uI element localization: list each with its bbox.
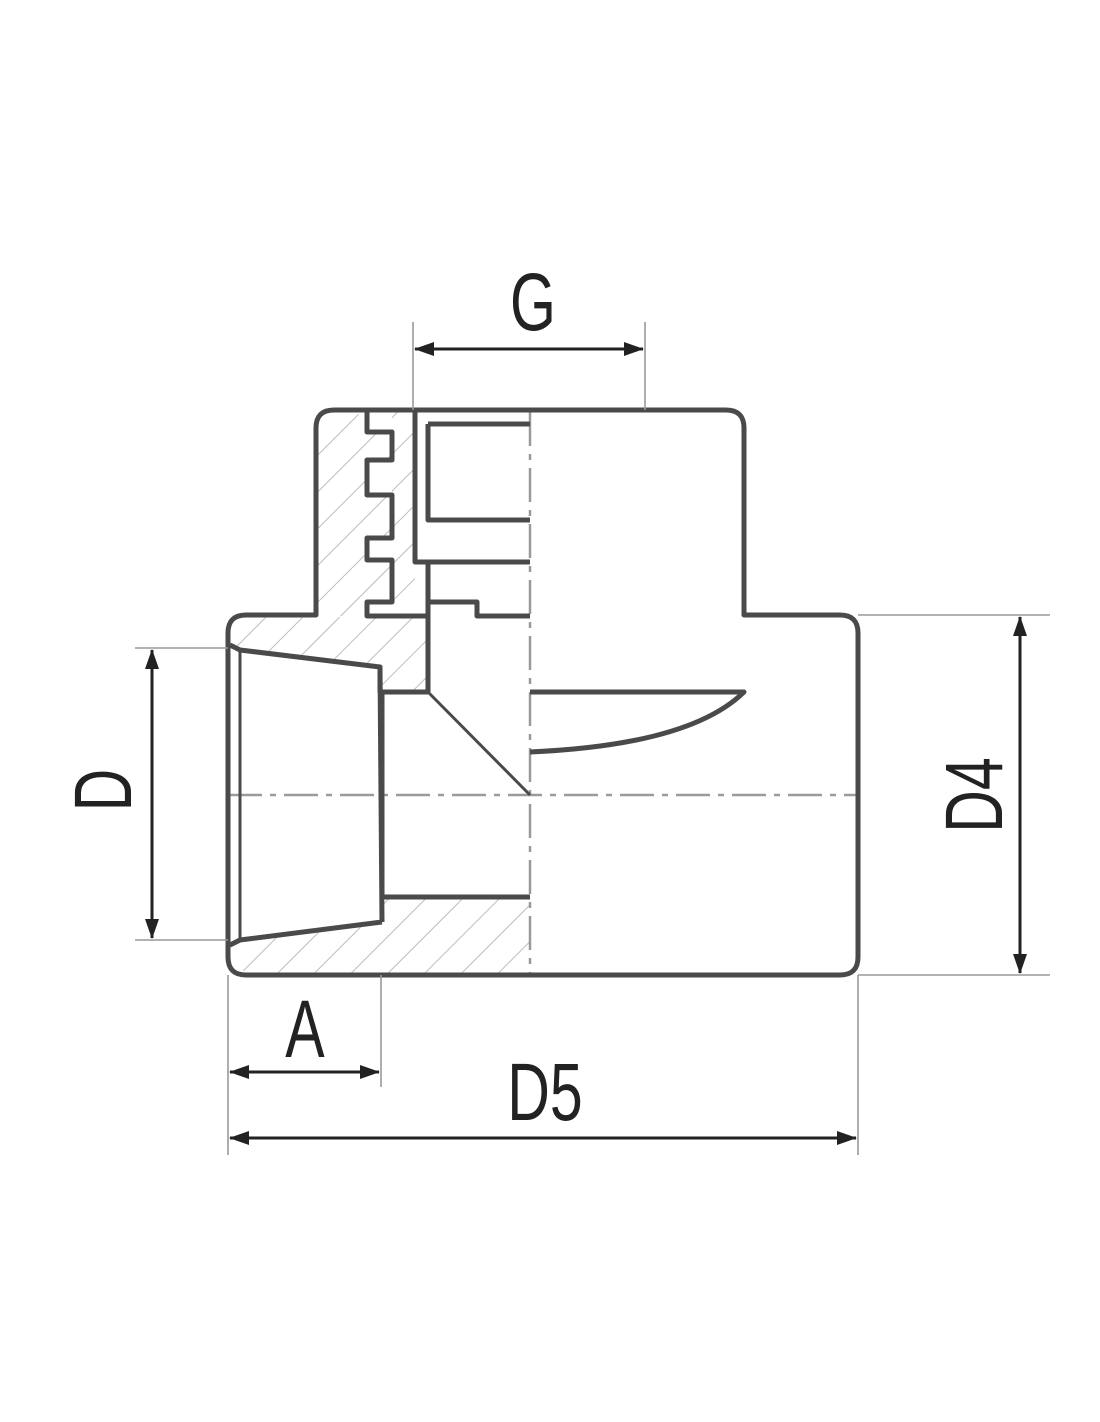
label-d: D	[58, 769, 150, 812]
label-d5: D5	[507, 1047, 582, 1139]
insert-bore	[412, 412, 530, 692]
dimension-d: D	[58, 647, 228, 941]
internal-thread-profile	[364, 412, 428, 619]
section-hatching	[230, 412, 530, 973]
label-g: G	[510, 257, 556, 349]
label-a: A	[285, 984, 325, 1076]
left-socket-taper	[228, 642, 530, 948]
dimension-d4: D4	[858, 614, 1050, 976]
bore-diagonal	[426, 690, 532, 797]
label-d4: D4	[929, 757, 1021, 832]
dimension-d5: D5	[229, 975, 859, 1155]
dimension-g: G	[412, 257, 646, 410]
fitting-body-outline	[225, 407, 861, 978]
branch-bore-edge	[529, 689, 747, 755]
dimension-a: A	[227, 975, 382, 1155]
